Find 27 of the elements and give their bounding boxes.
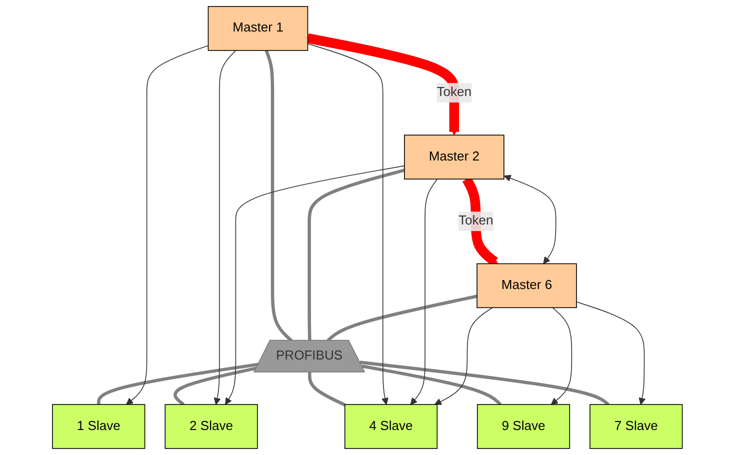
- node-box: 7 Slave: [589, 404, 682, 449]
- node-box: 2 Slave: [164, 404, 258, 449]
- node-box: 1 Slave: [52, 404, 145, 449]
- connector: [308, 372, 346, 406]
- node-box: Master 1: [207, 6, 308, 51]
- arrow: [576, 301, 646, 405]
- edge-label: Token: [436, 85, 472, 100]
- edge-label: Token: [458, 214, 493, 228]
- arrow: [504, 174, 556, 264]
- connector: [307, 168, 404, 341]
- arrow: [410, 178, 438, 405]
- arrow: [213, 50, 236, 405]
- node-box: Master 6: [476, 263, 577, 308]
- node-box: 4 Slave: [344, 404, 438, 449]
- connector: [359, 360, 610, 406]
- node-box: Master 2: [404, 134, 504, 180]
- arrow: [224, 165, 404, 405]
- connector: [264, 50, 292, 342]
- arrow: [434, 307, 493, 405]
- connector: [173, 366, 256, 406]
- connector: [326, 294, 477, 342]
- arrow: [306, 33, 459, 136]
- arrow: [550, 307, 572, 405]
- node-box: 9 Slave: [476, 404, 570, 449]
- arrow: [126, 45, 208, 405]
- connector: [361, 364, 502, 406]
- arrow: [306, 43, 388, 405]
